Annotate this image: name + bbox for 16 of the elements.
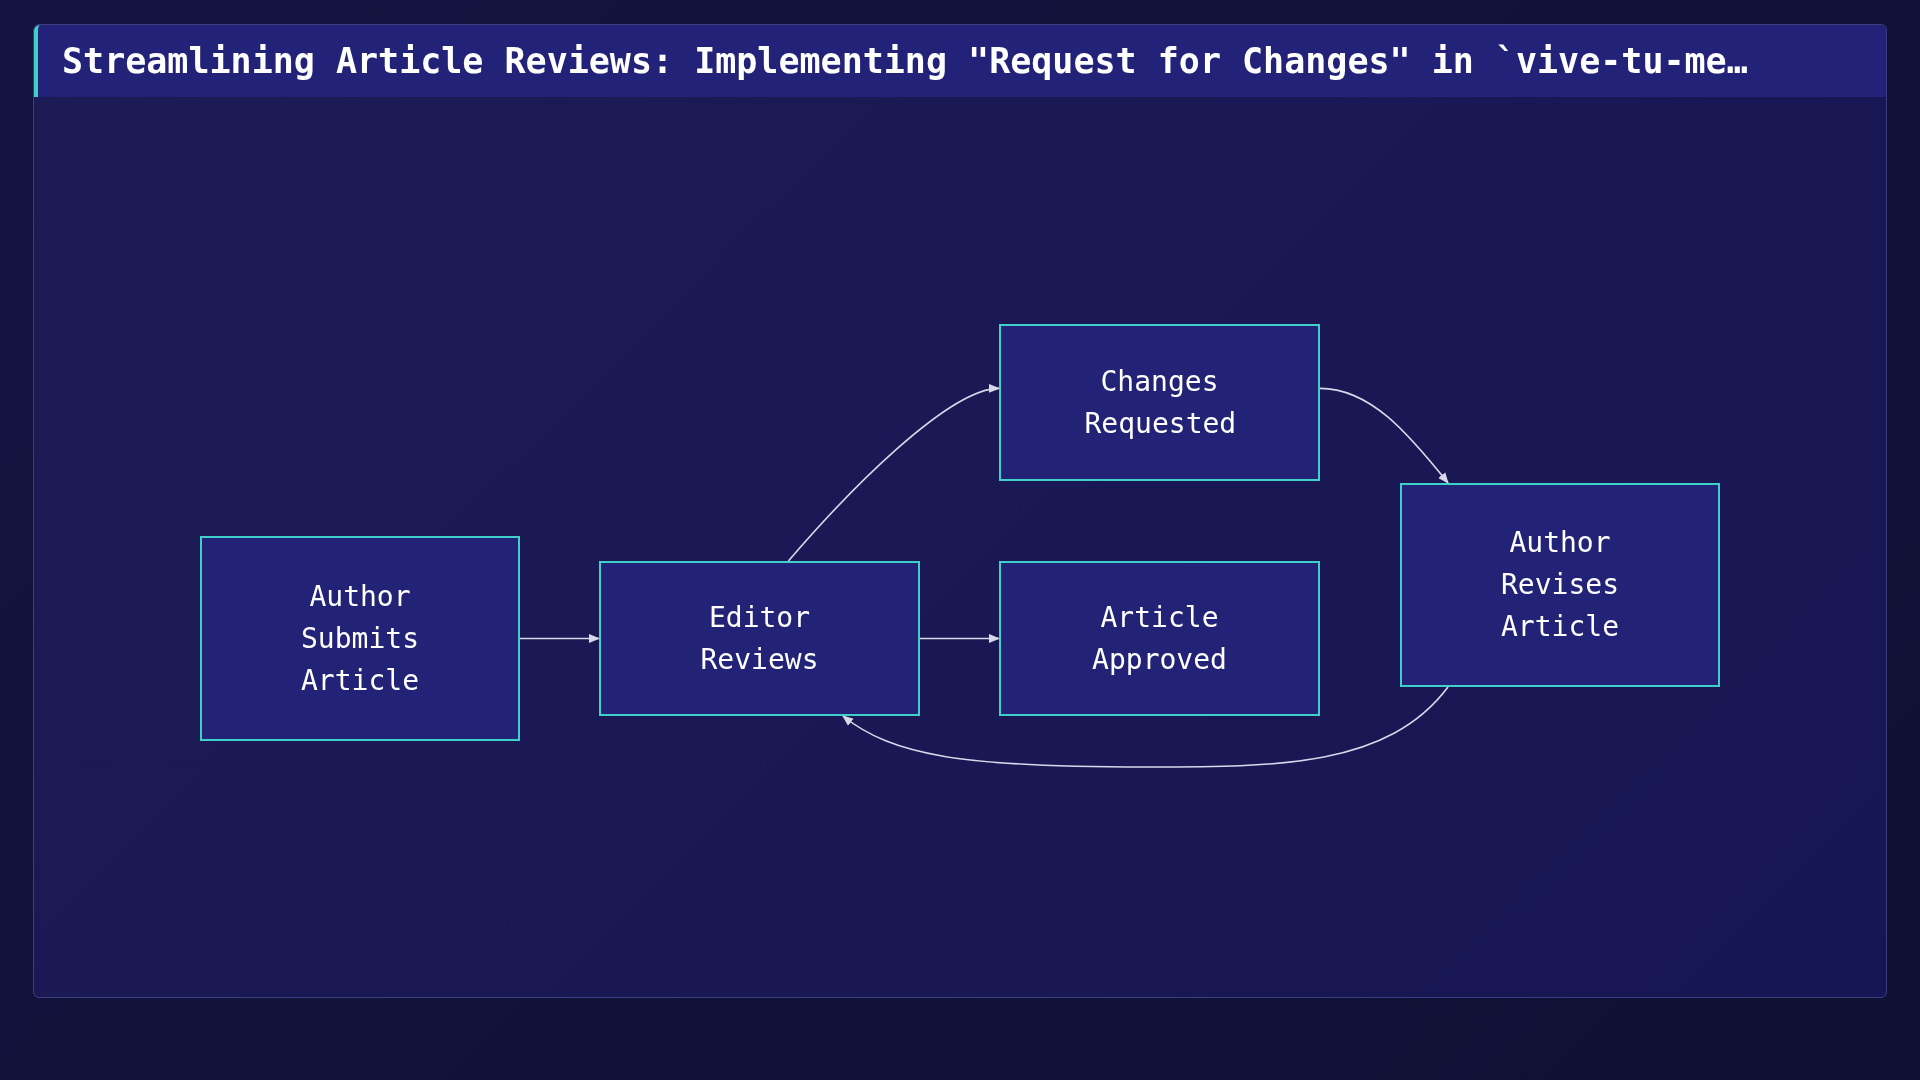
arrow: [1319, 387, 1449, 484]
process-box: [1400, 483, 1720, 687]
process-box: [599, 561, 920, 716]
box-label: Changes Requested: [1084, 363, 1235, 442]
title: Streamlining Article Reviews: Implementing "Request for Changes" in `vive-tu-me…: [62, 39, 1748, 83]
arrow: [519, 634, 601, 643]
box-label: Author Submits Article: [300, 578, 420, 699]
box-label: Article Approved: [1091, 599, 1228, 678]
box-label: Author Revises Article: [1500, 525, 1620, 645]
process-box: [200, 536, 520, 741]
process-box: [999, 324, 1320, 481]
process-box: [999, 561, 1320, 716]
arrow: [919, 634, 1001, 643]
arrow: [842, 686, 1449, 768]
arrow: [787, 385, 1001, 562]
box-label: Editor Reviews: [699, 599, 820, 678]
